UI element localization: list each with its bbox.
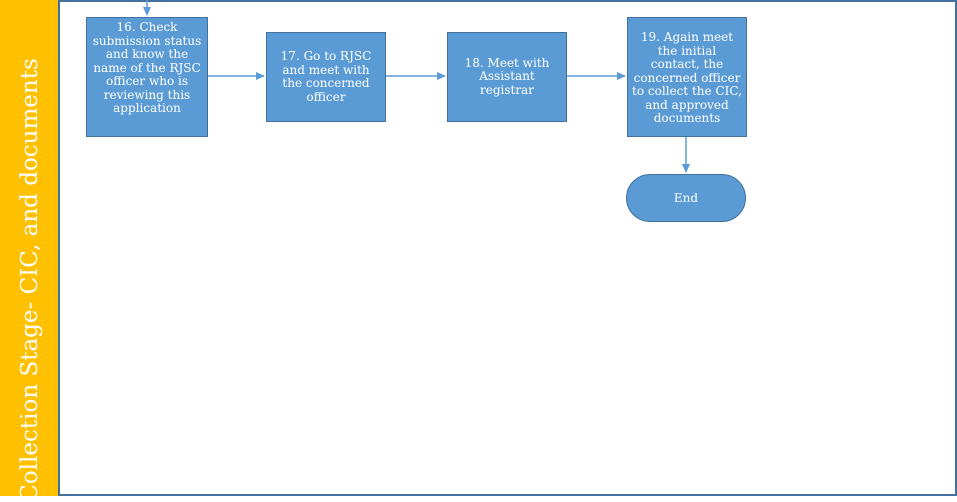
process-step-18: 18. Meet with Assistant registrar <box>447 32 567 122</box>
process-step-18-text: 18. Meet with Assistant registrar <box>464 55 550 97</box>
swimlane-frame <box>60 0 957 496</box>
process-step-16: 16. Check submission status and know the… <box>86 17 208 137</box>
swimlane-header: Collection Stage- CIC, and documents <box>0 0 60 502</box>
end-terminator-label: End <box>673 191 699 205</box>
process-step-19-text: 19. Again meet the initial contact, the … <box>632 30 742 125</box>
end-terminator: End <box>626 174 746 222</box>
process-step-16-text: 16. Check submission status and know the… <box>92 20 202 115</box>
process-step-17-text: 17. Go to RJSC and meet with the concern… <box>280 49 372 104</box>
swimlane-top-border <box>60 0 957 2</box>
process-step-17: 17. Go to RJSC and meet with the concern… <box>266 32 386 122</box>
process-step-19: 19. Again meet the initial contact, the … <box>627 17 747 137</box>
